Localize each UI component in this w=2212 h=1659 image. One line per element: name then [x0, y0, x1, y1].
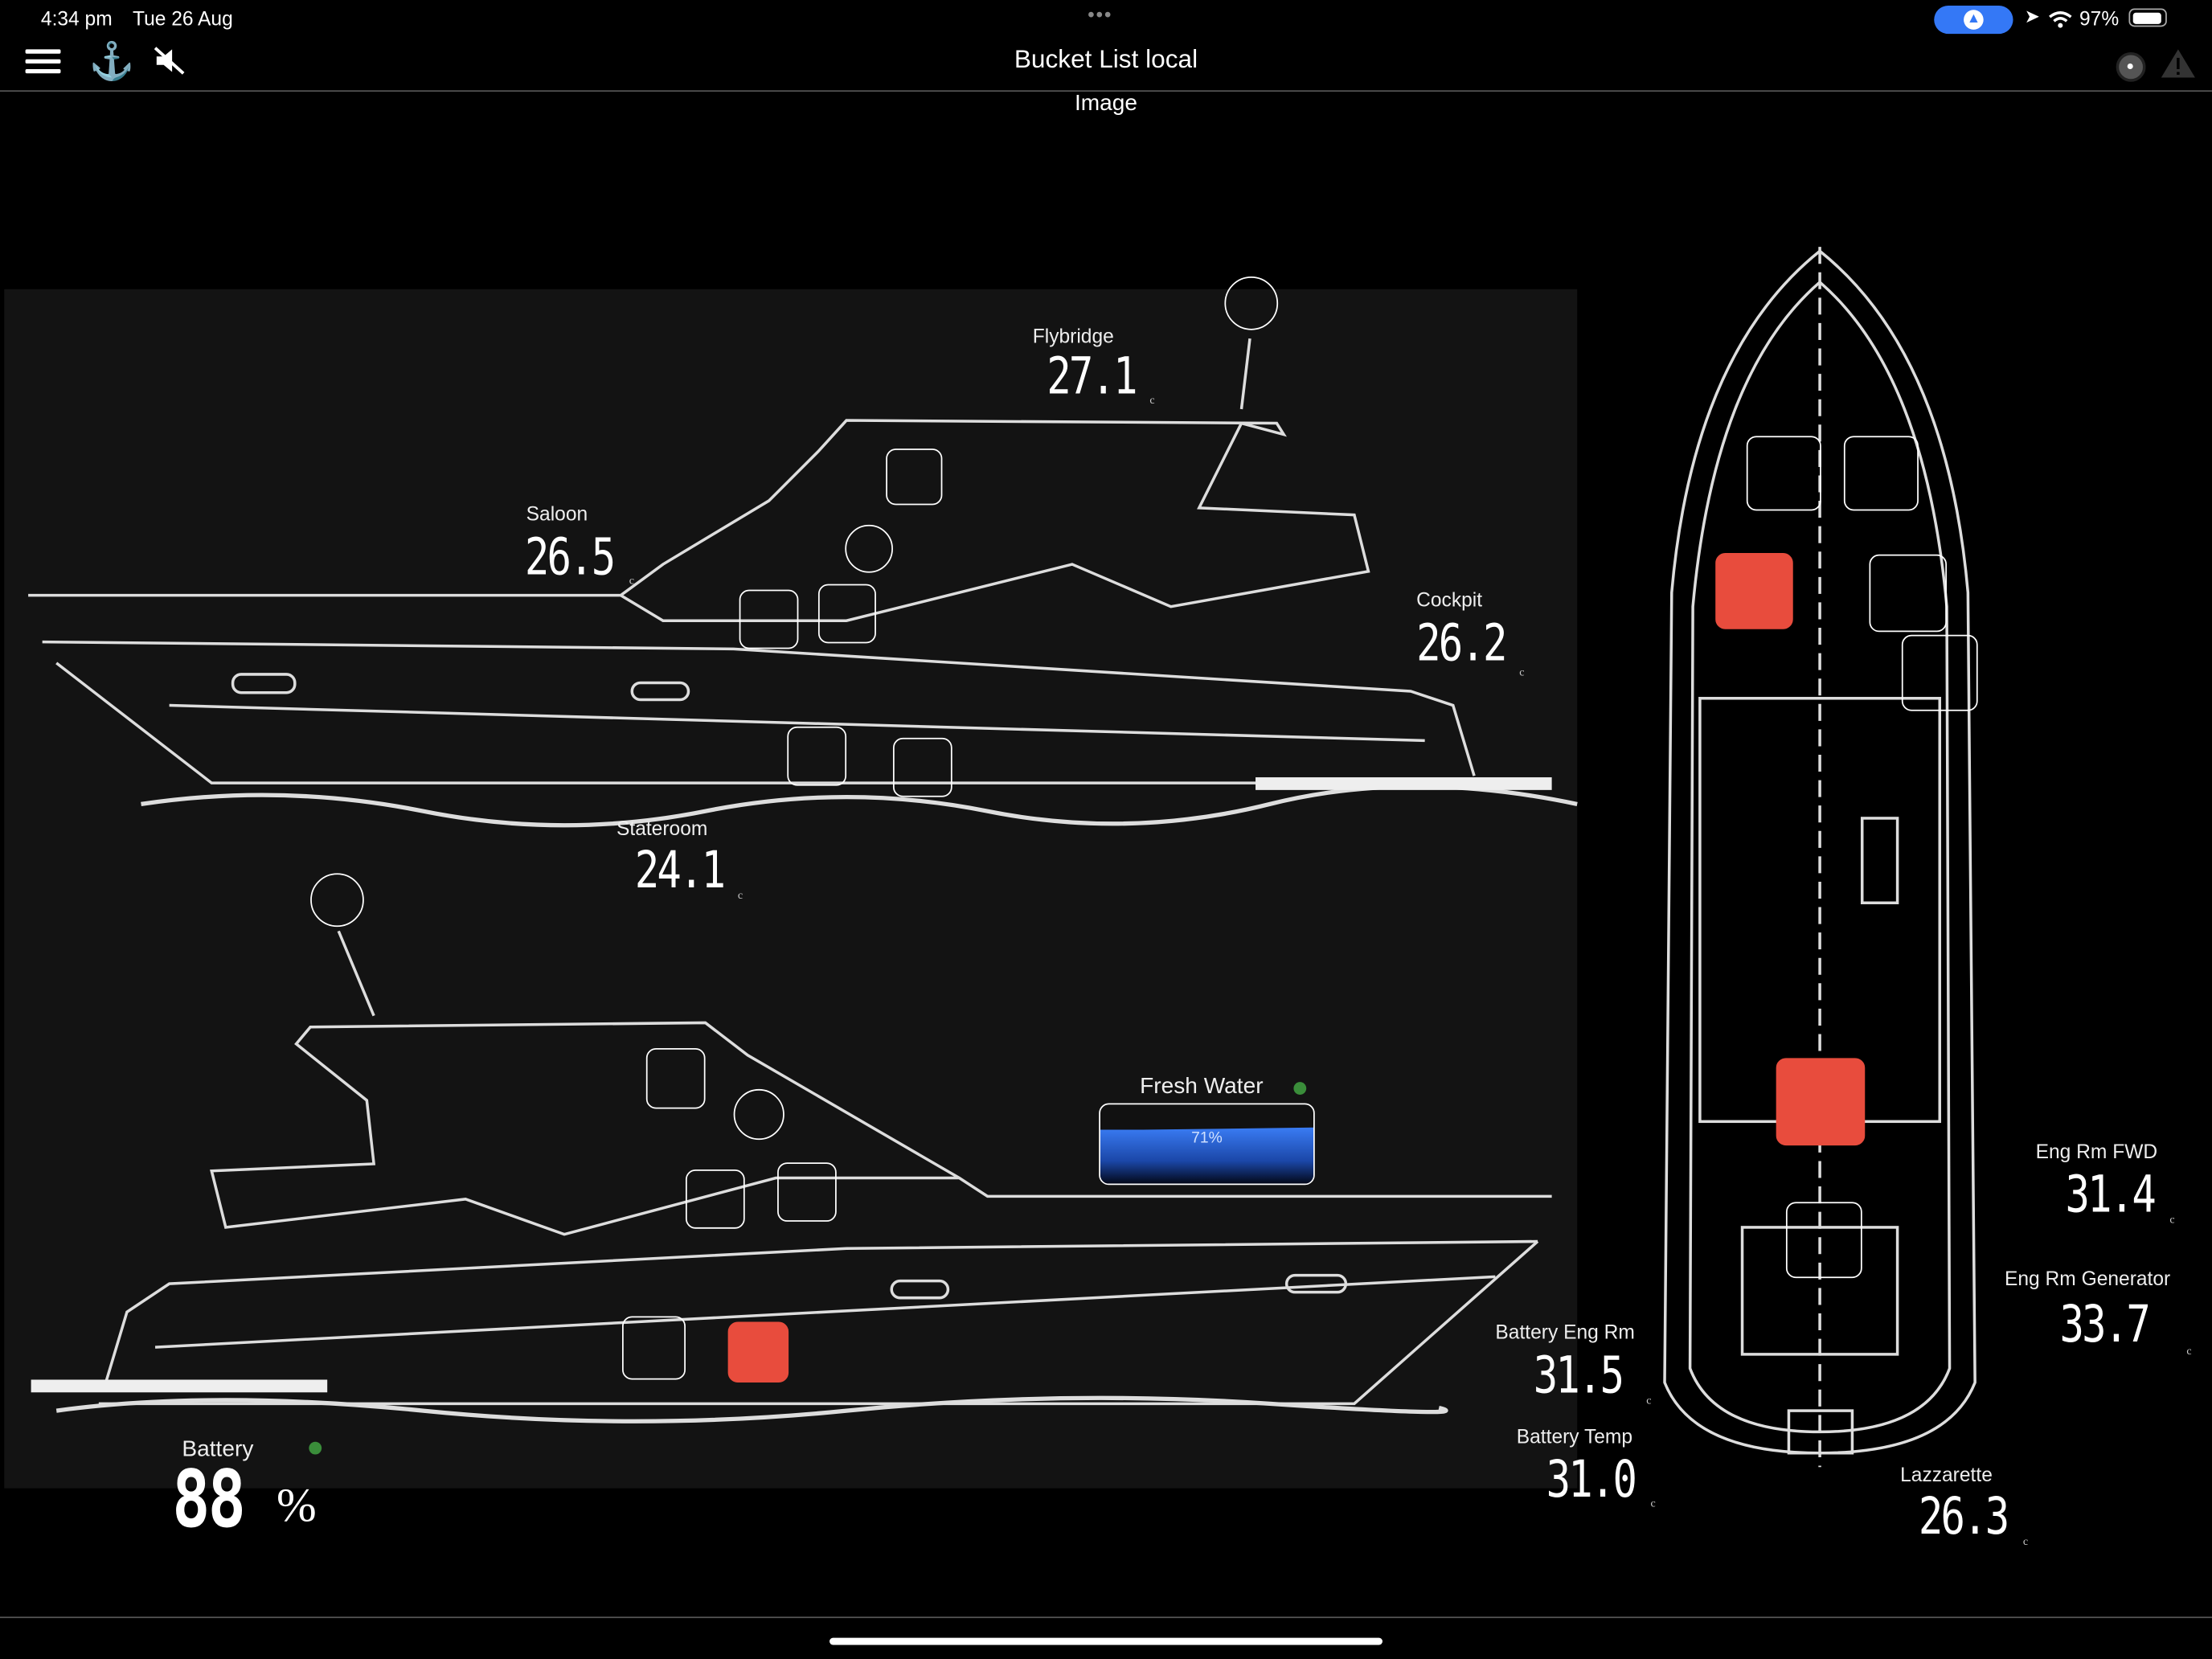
sensor-unit: c	[1519, 666, 1525, 679]
sensor-unit: c	[2022, 1534, 2029, 1548]
fresh-water-tank: 71%	[1099, 1103, 1315, 1186]
status-date: Tue 26 Aug	[132, 6, 233, 30]
sensor-value: 27.1	[1047, 348, 1137, 407]
sensor-label: Lazzarette	[1900, 1463, 1993, 1486]
top-view-plan	[1663, 247, 1976, 1468]
battery-percent: 97%	[2079, 6, 2120, 30]
sensor-label: Stateroom	[616, 817, 708, 840]
sensor-unit: c	[1650, 1497, 1656, 1509]
sensor-value: 26.2	[1416, 615, 1507, 674]
sensor-unit: c	[1646, 1394, 1652, 1407]
fresh-water-label: Fresh Water	[1140, 1075, 1264, 1100]
warning-icon[interactable]	[2160, 47, 2197, 80]
battery-icon	[2128, 8, 2167, 27]
page-title: Bucket List local	[1014, 45, 1198, 74]
light-toggle-lower-saloon[interactable]	[733, 1088, 784, 1141]
sensor-value: 26.3	[1918, 1488, 2009, 1546]
sensor-label: Eng Rm FWD	[2035, 1140, 2158, 1163]
sensor-value: 26.5	[524, 529, 616, 588]
switch-saloon-2[interactable]	[817, 584, 876, 644]
wifi-icon	[2049, 11, 2072, 28]
switch-lower-hull-2-on[interactable]	[727, 1321, 789, 1382]
battery-unit: %	[276, 1480, 317, 1533]
battery-value: 88	[172, 1454, 246, 1546]
sensor-value: 31.5	[1533, 1347, 1624, 1406]
status-dot-icon	[1293, 1082, 1307, 1095]
switch-lower-saloon-1[interactable]	[685, 1169, 745, 1229]
sensor-value: 31.4	[2065, 1166, 2156, 1225]
switch-lower-hull-1[interactable]	[621, 1316, 686, 1380]
switch-plan-cockpit[interactable]	[1785, 1202, 1862, 1279]
fresh-water-percent: 71%	[1191, 1129, 1223, 1147]
nav-divider	[0, 90, 2212, 92]
hamburger-icon[interactable]	[25, 49, 61, 74]
sensor-unit: c	[2169, 1213, 2175, 1227]
boat-image-panel	[4, 289, 1578, 1489]
bottom-divider	[0, 1616, 2212, 1619]
switch-hull-1[interactable]	[787, 726, 847, 786]
switch-plan-cabin-stbd[interactable]	[1869, 554, 1948, 633]
speaker-muted-icon[interactable]	[153, 45, 186, 76]
switch-lower-saloon-2[interactable]	[777, 1162, 837, 1222]
multitask-dots[interactable]: •••	[1088, 2, 1113, 26]
switch-plan-fwd-stbd[interactable]	[1843, 436, 1919, 511]
switch-hull-2[interactable]	[892, 737, 952, 797]
sensor-label: Flybridge	[1032, 324, 1114, 347]
side-profile-lower	[31, 930, 1552, 1423]
light-toggle-mast-lower[interactable]	[310, 873, 364, 928]
sensor-label: Saloon	[526, 502, 588, 525]
switch-plan-cabin-port-on[interactable]	[1715, 552, 1793, 629]
sensor-label: Battery Eng Rm	[1495, 1320, 1635, 1343]
navigation-pill[interactable]: ▲	[1934, 6, 2013, 35]
light-toggle-mast-upper[interactable]	[1224, 276, 1279, 330]
switch-plan-fwd-port[interactable]	[1746, 436, 1821, 511]
view-subtitle: Image	[1074, 92, 1138, 116]
sensor-unit: c	[629, 574, 635, 588]
sensor-unit: c	[1149, 393, 1155, 407]
sensor-value: 24.1	[634, 842, 726, 900]
sensor-unit: c	[737, 888, 743, 902]
home-indicator[interactable]	[829, 1637, 1382, 1645]
switch-saloon-1[interactable]	[739, 589, 799, 649]
status-dot-icon	[309, 1441, 322, 1455]
sensor-label: Cockpit	[1416, 588, 1483, 611]
switch-flybridge-window[interactable]	[886, 449, 943, 506]
sensor-value: 31.0	[1546, 1451, 1637, 1509]
sensor-unit: c	[2186, 1344, 2192, 1358]
sensor-label: Eng Rm Generator	[2004, 1267, 2171, 1290]
anchor-icon[interactable]: ⚓	[88, 39, 135, 82]
battery-label: Battery	[182, 1437, 254, 1462]
side-profile-upper	[28, 338, 1578, 828]
fresh-water-level-fill	[1100, 1127, 1313, 1184]
switch-plan-saloon-on[interactable]	[1776, 1058, 1866, 1146]
switch-plan-side[interactable]	[1901, 634, 1978, 711]
status-time: 4:34 pm	[40, 6, 113, 30]
light-toggle-saloon[interactable]	[845, 524, 893, 573]
sensor-label: Battery Temp	[1516, 1424, 1633, 1448]
location-icon: ➤	[2024, 6, 2040, 27]
sensor-value: 33.7	[2059, 1296, 2150, 1354]
record-icon[interactable]	[2116, 51, 2146, 82]
switch-lower-flybridge[interactable]	[645, 1048, 706, 1109]
navigation-arrow-icon: ▲	[1964, 10, 1984, 30]
